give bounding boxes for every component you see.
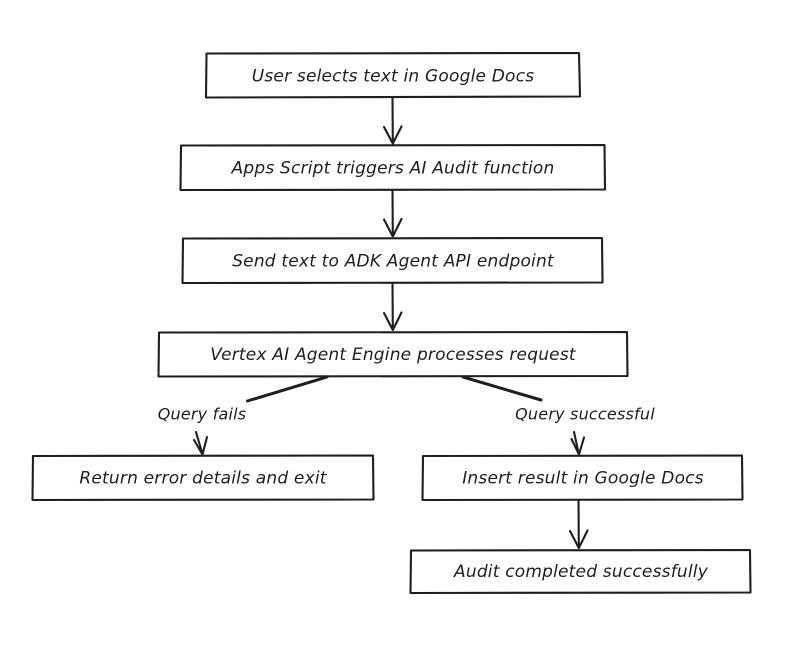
node-box: [31, 454, 375, 502]
node-label: Insert result in Google Docs: [462, 469, 704, 489]
edge-shaft: [572, 430, 580, 454]
edge-arrow-n2-n3: [382, 188, 403, 238]
node-send-text-to-adk[interactable]: Send text to ADK Agent API endpoint: [181, 236, 604, 285]
node-audit-completed[interactable]: Audit completed successfully: [409, 548, 752, 595]
node-box: [204, 51, 582, 99]
node-box: [409, 548, 752, 595]
arrowhead-icon: [382, 217, 403, 238]
edge-arrow-n4-n5: Query fails: [158, 375, 329, 456]
node-label: Audit completed successfully: [453, 562, 709, 582]
edge-label-query-successful: Query successful: [515, 405, 655, 424]
node-label: Send text to ADK Agent API endpoint: [232, 252, 555, 272]
edge-label-query-fails: Query fails: [158, 405, 247, 424]
branch-line-right: [461, 375, 543, 402]
arrowhead-icon: [570, 436, 586, 456]
node-label: Return error details and exit: [79, 469, 327, 489]
edge-arrow-n6-n7: [568, 498, 589, 550]
node-vertex-ai-agent-engine[interactable]: Vertex AI Agent Engine processes request: [157, 330, 629, 378]
node-label: Vertex AI Agent Engine processes request: [210, 345, 577, 365]
node-return-error-details[interactable]: Return error details and exit: [31, 454, 375, 502]
node-box: [181, 236, 604, 285]
node-label: Apps Script triggers AI Audit function: [231, 159, 555, 179]
edge-arrow-n3-n4: [382, 281, 403, 332]
arrowhead-icon: [382, 125, 403, 145]
node-box: [157, 330, 629, 378]
edge-arrow-n1-n2: [382, 96, 403, 145]
node-label: User selects text in Google Docs: [252, 67, 535, 87]
node-apps-script-triggers[interactable]: Apps Script triggers AI Audit function: [179, 143, 607, 192]
branch-line-left: [246, 375, 329, 403]
edge-arrow-n4-n6: Query successful: [461, 375, 655, 456]
node-user-selects-text[interactable]: User selects text in Google Docs: [204, 51, 582, 99]
arrowhead-icon: [568, 529, 589, 550]
edge-shaft: [194, 430, 204, 454]
node-insert-result-in-docs[interactable]: Insert result in Google Docs: [421, 454, 744, 502]
node-box: [179, 143, 607, 192]
node-box: [421, 454, 744, 502]
arrowhead-icon: [192, 435, 209, 456]
arrowhead-icon: [382, 311, 403, 332]
